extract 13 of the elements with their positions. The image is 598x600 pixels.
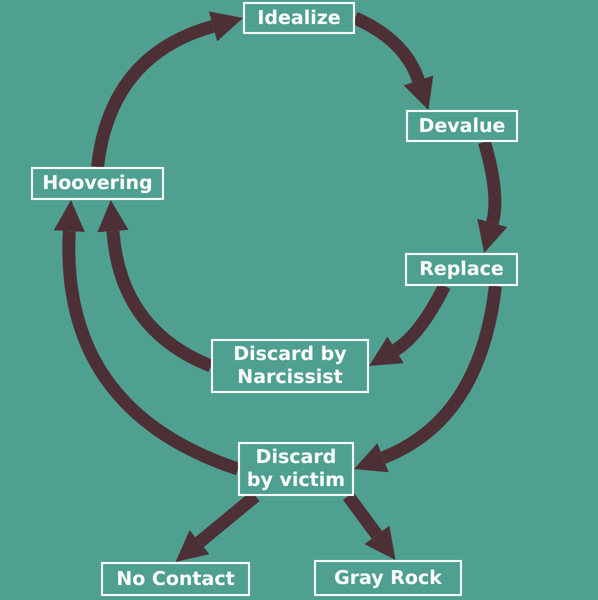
arrow <box>354 285 502 472</box>
stage-box: Discard by Narcissist <box>211 339 369 393</box>
stage-box: Discard by victim <box>238 442 354 496</box>
arrow <box>91 12 243 168</box>
arrow <box>342 492 396 560</box>
arrow <box>54 200 240 476</box>
stage-box: Idealize <box>243 2 355 34</box>
stage-box: Devalue <box>406 110 518 142</box>
stage-box: No Contact <box>101 562 250 596</box>
stage-box: Hoovering <box>31 167 164 200</box>
stage-box: Replace <box>405 253 518 286</box>
arrow <box>477 140 508 254</box>
stage-box: Gray Rock <box>314 560 462 596</box>
